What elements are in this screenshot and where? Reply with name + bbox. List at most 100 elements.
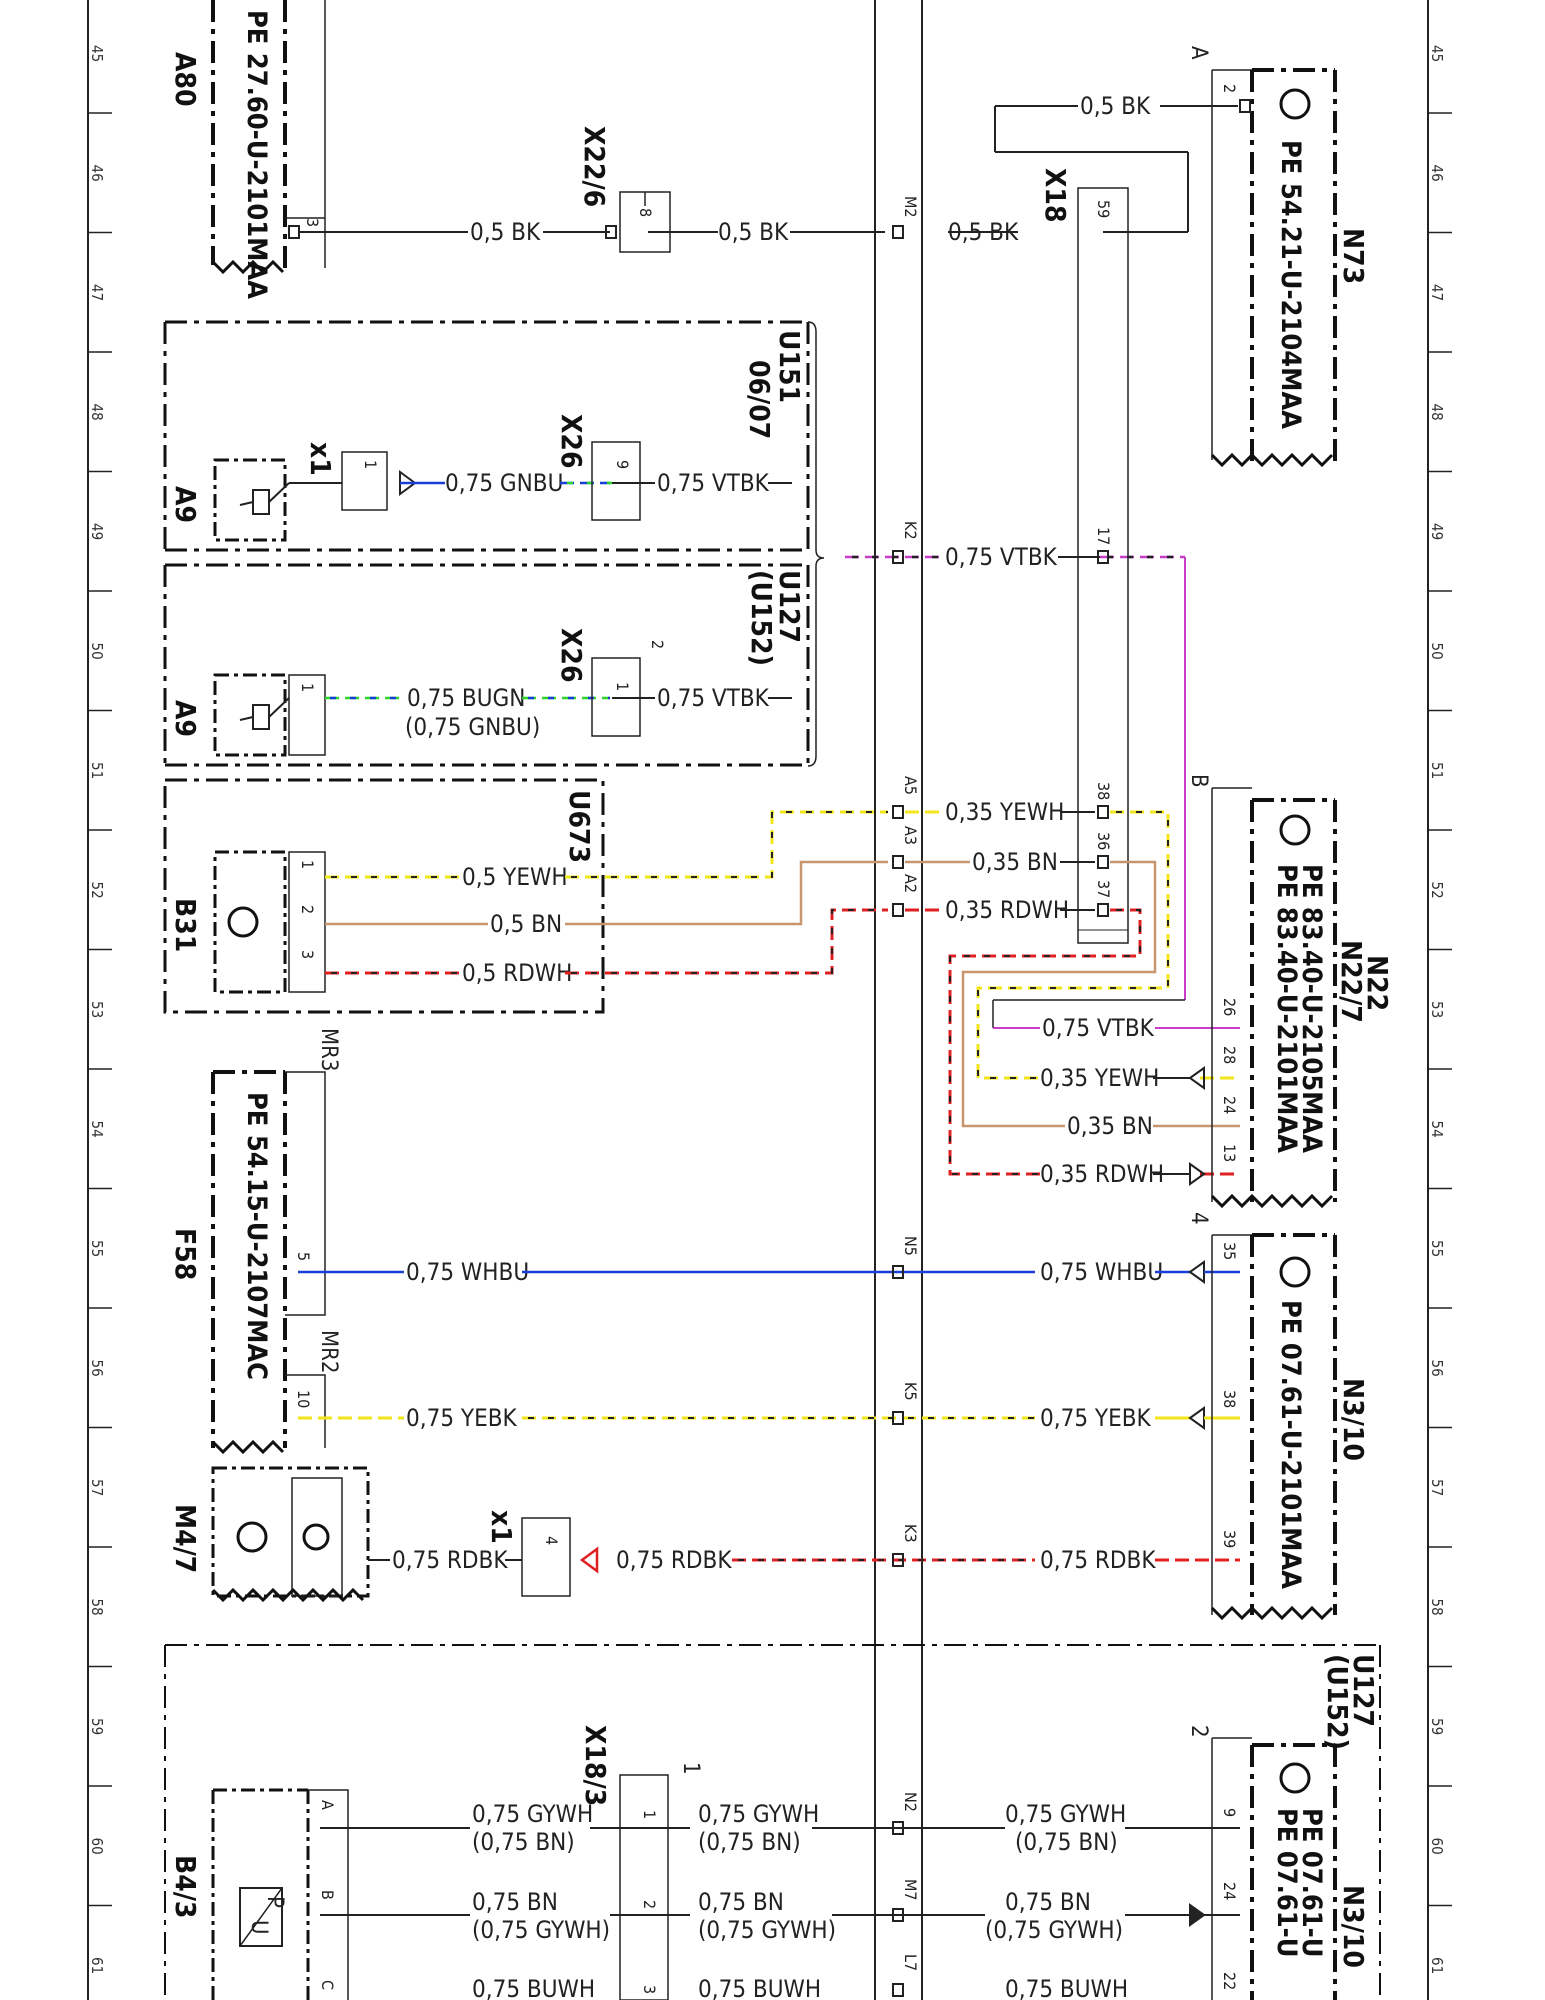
wire-label-alt: (0,75 BN): [472, 1828, 575, 1856]
wire: [977, 811, 1169, 1079]
bus-pin-label: K5: [901, 1382, 920, 1401]
mr-label: MR2: [316, 1330, 341, 1373]
wire-label-rdbk: 0,75 RDBK: [1040, 1546, 1156, 1574]
connector-x1: 1 x1: [304, 442, 388, 511]
arrow: [1189, 1903, 1206, 1927]
bus-pin-label: A5: [901, 776, 920, 795]
pe-reference: PE 54.15-U-2107MAC: [241, 1092, 272, 1380]
x18-pin-label: 37: [1094, 880, 1113, 898]
pin-label: 2: [640, 1900, 659, 1909]
connector-x1: 4 x1: [485, 1510, 571, 1597]
tag-label: 2: [1186, 1725, 1211, 1738]
wire-label-vtbk: 0,75 VTBK: [657, 684, 770, 712]
pe-reference: PE 83.40-U-2105MAA: [1296, 864, 1327, 1153]
component-id: N22/7: [1335, 940, 1368, 1023]
pin-label: 4: [542, 1536, 561, 1545]
grid-row-label: 52: [1428, 882, 1446, 899]
grid-row-label: 60: [1428, 1838, 1446, 1855]
sensor-symbol: P: [262, 1896, 287, 1908]
grid-row-label: 50: [1428, 643, 1446, 660]
x18-terminal: [1097, 855, 1109, 869]
wire-label-vtbk: 0,75 VTBK: [657, 469, 770, 497]
pin-label: 3: [303, 218, 322, 227]
component-m4-7: M4/7: [169, 1466, 370, 1603]
wire-label-yewh: 0,35 YEWH: [1040, 1064, 1159, 1092]
component-b31: 1 2 3 B31: [169, 850, 326, 994]
wire-label-alt: (0,75 BN): [698, 1828, 801, 1856]
bus-pin-label: M2: [901, 196, 920, 218]
grid-row-label: 51: [88, 762, 106, 779]
wire-label-yewh: 0,5 YEWH: [462, 863, 568, 891]
grid-row-label: 53: [1428, 1001, 1446, 1018]
tag-label: 1: [678, 1762, 703, 1775]
wire-label-bn: 0,75 BN: [472, 1888, 558, 1916]
tag-label: 4: [1186, 1212, 1211, 1225]
pin-label: 13: [1220, 1144, 1239, 1162]
x18-pin-label: 38: [1094, 782, 1113, 800]
x18-pin-label: 36: [1094, 832, 1113, 850]
container-date: 06/07: [743, 360, 776, 439]
pin-label: 9: [1220, 1808, 1239, 1817]
pin-label: 1: [298, 683, 317, 692]
component-id: A9: [169, 700, 202, 737]
wire-label-buwh: 0,75 BUWH: [698, 1975, 821, 2000]
wire-label-alt: (0,75 BN): [1015, 1828, 1118, 1856]
grid-row-label: 58: [1428, 1599, 1446, 1616]
wire-label-whbu: 0,75 WHBU: [406, 1258, 529, 1286]
letter-marker: A: [1186, 46, 1211, 60]
grid-row-label: 49: [1428, 523, 1446, 540]
component-id: X26: [555, 414, 588, 468]
x18-pin-label: 59: [1094, 200, 1113, 218]
bus-pin-label: K3: [901, 1524, 920, 1543]
wire-label-gywh: 0,75 GYWH: [698, 1800, 819, 1828]
component-a9: A9: [169, 458, 290, 542]
component-id: x1: [485, 1510, 518, 1544]
component-n73: 2 PE 54.21-U-2104MAA N73 A: [1186, 46, 1370, 468]
pin-label: 10: [294, 1390, 313, 1408]
connector-x26: 1 2 X26: [555, 628, 667, 737]
wire-label-buwh: 0,75 BUWH: [472, 1975, 595, 2000]
component-id: N73: [1337, 228, 1370, 284]
wire-label-rdwh: 0,5 RDWH: [462, 959, 572, 987]
x18-terminal: [1097, 903, 1109, 917]
container-u151: [163, 320, 810, 767]
bus-terminal: [892, 903, 904, 917]
container-sub-id: (U152): [1321, 1654, 1354, 1750]
wire-label-vtbk: 0,75 VTBK: [945, 543, 1058, 571]
bus-pin-label: A2: [901, 874, 920, 893]
grid-row-label: 50: [88, 643, 106, 660]
wire: [961, 860, 1157, 1128]
bus-terminal: [892, 225, 904, 239]
component-id: X22/6: [578, 126, 611, 207]
wire-label-bn: 0,75 BN: [1005, 1888, 1091, 1916]
grid-frame: [87, 0, 1452, 2000]
component-id: N3/10: [1337, 1378, 1370, 1461]
pin-label: 1: [298, 860, 317, 869]
wire-label-bn: 0,35 BN: [1067, 1112, 1153, 1140]
wire-label-bk: 0,5 BK: [948, 218, 1019, 246]
pe-reference: PE 07.61-U: [1271, 1808, 1302, 1958]
wire-label-rdwh: 0,35 RDWH: [1040, 1160, 1164, 1188]
component-a9: 1 A9: [169, 673, 326, 757]
grid-row-label: 46: [88, 165, 106, 182]
wire-label-bk: 0,5 BK: [1080, 92, 1151, 120]
container-id: U673: [563, 790, 596, 863]
connector-x18: X18: [1039, 168, 1129, 944]
bus-terminal: [892, 1553, 904, 1567]
wire-label-rdwh: 0,35 RDWH: [945, 896, 1069, 924]
bus-pin-label: N2: [901, 1792, 920, 1812]
component-id: F58: [169, 1228, 202, 1280]
wire-label-bk: 0,5 BK: [470, 218, 541, 246]
bus-pin-label: A3: [901, 826, 920, 845]
component-id: N3/10: [1337, 1885, 1370, 1968]
pin-label: 1: [640, 1810, 659, 1819]
component-n3-10: 35 38 39 PE 07.61-U-2101MAA N3/10 4: [1186, 1212, 1370, 1621]
pin-label: 8: [636, 208, 655, 217]
pin-label: 28: [1220, 1046, 1239, 1064]
component-n3-10: 9 24 22 PE 07.61-U PE 07.61-U N3/10 2: [1186, 1725, 1370, 2000]
component-id: B4/3: [169, 1855, 202, 1918]
grid-row-label: 61: [88, 1957, 106, 1974]
